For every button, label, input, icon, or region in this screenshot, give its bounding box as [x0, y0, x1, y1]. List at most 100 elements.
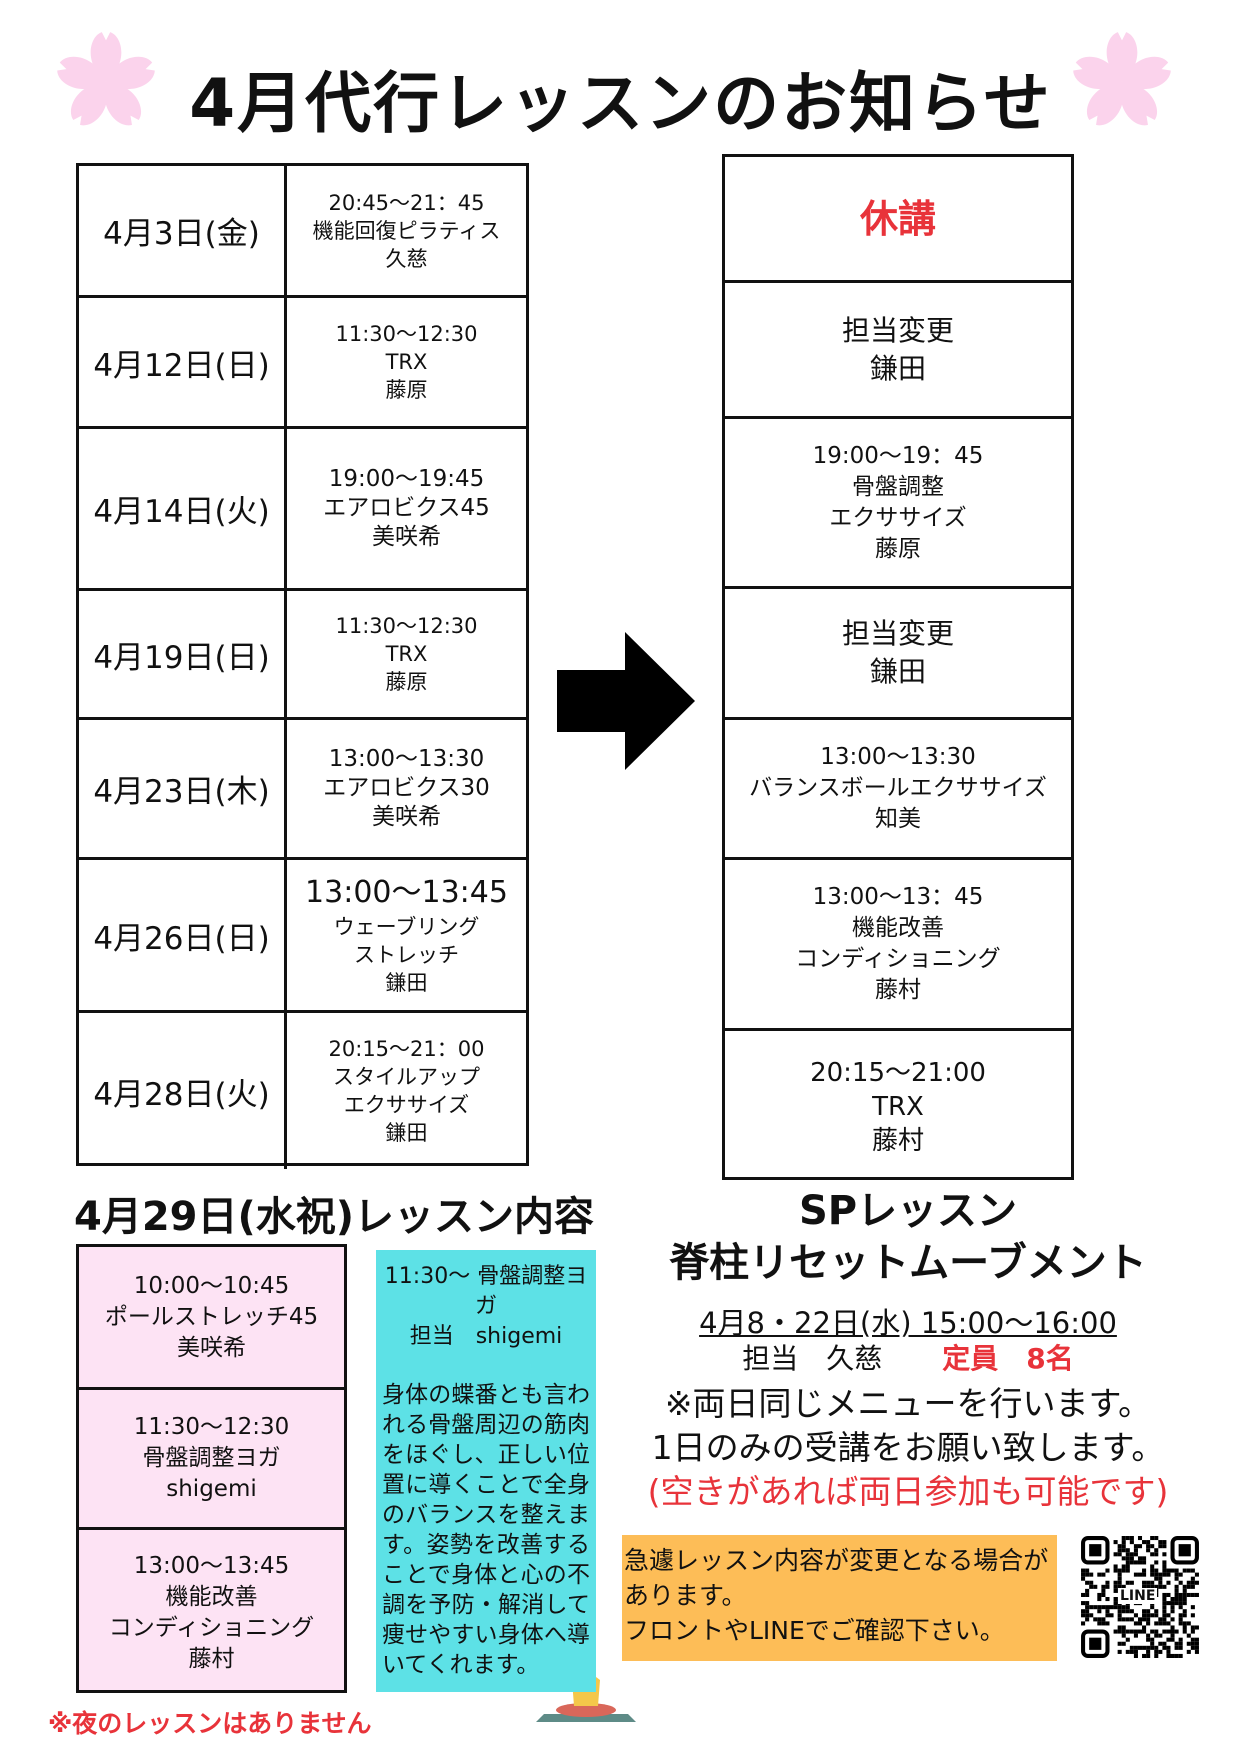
- sp-schedule: 4月8・22日(水) 15:00～16:00: [699, 1306, 1117, 1340]
- notice-line-2: フロントやLINEでご確認下さい。: [624, 1616, 1005, 1645]
- sp-title: SPレッスン: [798, 1188, 1018, 1234]
- page-title: 4月代行レッスンのお知らせ: [189, 65, 1052, 142]
- qr-line-label: LINE: [1118, 1588, 1158, 1604]
- yoga-info-box: 11:30～ 骨盤調整ヨガ 担当 shigemi 身体の蝶番とも言われる骨盤周辺…: [376, 1250, 596, 1692]
- cell-line: 藤原: [385, 378, 428, 402]
- cell-line: 骨盤調整ヨガ: [142, 1445, 281, 1471]
- cell-line: 知美: [875, 806, 921, 832]
- table-row: 休講: [725, 157, 1071, 280]
- table-row: 4月14日(火) 19:00～19:45 エアロビクス45 美咲希: [79, 426, 526, 588]
- table-row: 4月23日(木) 13:00～13:30 エアロビクス30 美咲希: [79, 717, 526, 857]
- cell-line: エクササイズ: [343, 1093, 470, 1117]
- sp-staff: 担当 久慈: [742, 1342, 883, 1375]
- cell-line: 鎌田: [385, 971, 428, 995]
- cell-line: 担当変更: [841, 313, 954, 347]
- cell-line: 13:00～13：45: [812, 884, 984, 910]
- info-body: 身体の蝶番とも言われる骨盤周辺の筋肉をほぐし、正しい位置に導くことで全身のバラン…: [382, 1382, 590, 1678]
- table-row: 担当変更鎌田: [725, 586, 1071, 717]
- table-row: 担当変更鎌田: [725, 280, 1071, 416]
- cell-line: 13:00～13:45: [133, 1553, 290, 1579]
- cell-line: 20:15～21:00: [810, 1058, 986, 1088]
- cell-line: 藤原: [385, 670, 428, 694]
- table-row: 13:00～13:45 機能改善コンディショニング藤村: [79, 1527, 344, 1696]
- date-cell: 4月19日(日): [79, 591, 287, 717]
- cell-line: ウェーブリング: [333, 915, 480, 939]
- cell-line: ストレッチ: [354, 943, 459, 967]
- cell-line: エアロビクス30: [323, 775, 490, 801]
- cell-line: バランスボールエクササイズ: [749, 775, 1047, 801]
- cell-line: 藤村: [871, 1126, 924, 1156]
- cell-line: 鎌田: [869, 655, 926, 688]
- cell-line: 11:30～12:30: [335, 614, 478, 638]
- cell-line: TRX: [385, 350, 428, 374]
- holiday-heading: 4月29日(水祝)レッスン内容: [74, 1194, 595, 1240]
- cell-line: 20:45～21：45: [328, 190, 485, 215]
- cell-line: 鎌田: [869, 351, 926, 385]
- info-title: 11:30～ 骨盤調整ヨガ: [384, 1264, 588, 1319]
- cell-line: 骨盤調整: [852, 473, 944, 500]
- line-qr-code[interactable]: [1081, 1536, 1199, 1658]
- table-row: 4月3日(金) 20:45～21：45 機能回復ピラティス久慈: [79, 166, 526, 295]
- cell-line: コンディショニング: [108, 1615, 315, 1641]
- table-row: 4月28日(火) 20:15～21：00 スタイルアップエクササイズ鎌田: [79, 1010, 526, 1169]
- cell-line: 藤村: [875, 977, 921, 1003]
- cell-line: 美咲希: [372, 524, 441, 550]
- cell-line: 機能回復ピラティス: [312, 218, 501, 243]
- cell-line: エアロビクス45: [323, 495, 490, 521]
- cell-line: 休講: [859, 196, 936, 241]
- cell-line: コンディショニング: [795, 946, 1001, 972]
- no-night-lesson-note: ※夜のレッスンはありません: [48, 1709, 372, 1738]
- holiday-table: 10:00～10:45 ポールストレッチ45 美咲希 11:30～12:30 骨盤調整ヨ…: [76, 1244, 347, 1693]
- table-row: 13:00～13：45 機能改善コンディショニング藤村: [725, 857, 1071, 1028]
- date-cell: 4月23日(木): [79, 720, 287, 857]
- cell-line: TRX: [872, 1092, 924, 1122]
- cell-line: 担当変更: [841, 617, 954, 650]
- date-cell: 4月14日(火): [79, 429, 287, 588]
- date-cell: 4月26日(日): [79, 860, 287, 1010]
- cell-line: ポールストレッチ45: [104, 1303, 319, 1330]
- cell-line: 機能改善: [852, 915, 944, 941]
- cell-line: 美咲希: [177, 1334, 246, 1361]
- sp-subtitle: 脊柱リセットムーブメント: [669, 1240, 1147, 1286]
- notice-box: 急遽レッスン内容が変更となる場合があります。 フロントやLINEでご確認下さい。: [622, 1535, 1057, 1661]
- cell-line: 機能改善: [165, 1584, 258, 1610]
- sp-note-1: ※両日同じメニューを行います。: [664, 1384, 1152, 1423]
- cell-line: 11:30～12:30: [335, 322, 478, 346]
- cell-line: 19:00～19：45: [812, 442, 984, 469]
- date-cell: 4月3日(金): [79, 166, 287, 295]
- cell-line: 13:00～13:30: [820, 744, 976, 770]
- sakura-right-icon: [1070, 32, 1174, 132]
- date-cell: 4月28日(火): [79, 1013, 287, 1169]
- cell-line: 鎌田: [385, 1121, 428, 1145]
- arrow-right-icon: [557, 632, 695, 770]
- sp-capacity: 定員 8名: [942, 1342, 1074, 1375]
- cell-line: 美咲希: [372, 804, 441, 830]
- date-cell: 4月12日(日): [79, 298, 287, 426]
- cell-line: 久慈: [385, 246, 428, 271]
- info-staff: 担当 shigemi: [409, 1324, 563, 1349]
- table-row: 10:00～10:45 ポールストレッチ45 美咲希: [79, 1247, 344, 1387]
- cell-line: TRX: [385, 642, 428, 666]
- cell-line: 藤村: [188, 1646, 235, 1672]
- cell-line: スタイルアップ: [333, 1065, 480, 1089]
- cell-line: エクササイズ: [829, 504, 967, 531]
- notice-line-1: 急遽レッスン内容が変更となる場合があります。: [624, 1546, 1049, 1610]
- cell-line: 10:00～10:45: [133, 1272, 290, 1299]
- cell-line: 20:15～21：00: [328, 1037, 485, 1061]
- cell-line: 13:00～13:45: [305, 875, 508, 910]
- cell-line: 11:30～12:30: [133, 1414, 290, 1440]
- cell-line: shigemi: [166, 1476, 257, 1502]
- table-row: 11:30～12:30 骨盤調整ヨガ shigemi: [79, 1387, 344, 1527]
- sp-note-2: 1日のみの受講をお願い致します。: [651, 1428, 1165, 1467]
- original-schedule-table: 4月3日(金) 20:45～21：45 機能回復ピラティス久慈 4月12日(日) 11:…: [76, 163, 529, 1169]
- cell-line: 19:00～19:45: [328, 466, 485, 492]
- sp-note-3: (空きがあれば両日参加も可能です): [647, 1472, 1169, 1511]
- table-row: 13:00～13:30 バランスボールエクササイズ知美: [725, 717, 1071, 857]
- cell-line: 13:00～13:30: [328, 746, 485, 772]
- table-row: 4月26日(日) 13:00～13:45 ウェーブリングストレッチ鎌田: [79, 857, 526, 1010]
